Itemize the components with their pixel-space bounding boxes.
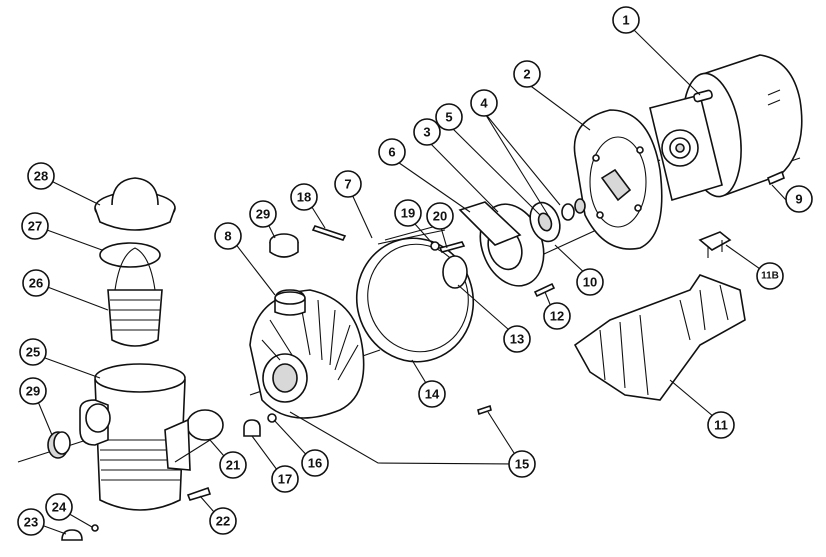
callout-15-label: 15 <box>515 457 529 472</box>
callout-13: 13 <box>503 325 531 353</box>
callout-9: 9 <box>785 185 813 213</box>
callout-12: 12 <box>543 302 571 330</box>
callout-26: 26 <box>22 269 50 297</box>
callout-12-label: 12 <box>550 309 564 324</box>
pump-housing <box>249 289 365 419</box>
small-hardware <box>243 225 556 437</box>
callout-18-label: 18 <box>297 190 311 205</box>
callout-24: 24 <box>45 493 73 521</box>
callout-14-label: 14 <box>425 387 440 402</box>
diffuser-impeller <box>458 198 586 287</box>
callout-29-top: 29 <box>249 200 277 228</box>
housing-gasket <box>355 224 475 363</box>
callout-2-label: 2 <box>523 67 530 82</box>
callout-16-label: 16 <box>308 456 322 471</box>
callout-9-label: 9 <box>795 192 802 207</box>
strainer-assembly <box>47 177 212 541</box>
callout-1-label: 1 <box>622 13 629 28</box>
callout-11b-label: 11B <box>761 271 779 282</box>
callout-29-left-label: 29 <box>26 384 40 399</box>
callout-20: 20 <box>426 202 454 230</box>
callout-24-label: 24 <box>52 500 67 515</box>
callout-8-label: 8 <box>224 229 231 244</box>
callout-17-label: 17 <box>278 472 292 487</box>
callout-11-label: 11 <box>714 418 728 433</box>
callout-7-label: 7 <box>344 177 351 192</box>
seal-plate <box>573 109 663 250</box>
callout-19-label: 19 <box>401 206 415 221</box>
callout-21-label: 21 <box>226 458 240 473</box>
union-fitting-top <box>269 233 299 258</box>
callout-11: 11 <box>707 411 735 439</box>
callout-14: 14 <box>418 380 446 408</box>
callout-17: 17 <box>271 465 299 493</box>
callout-25: 25 <box>19 338 47 366</box>
callout-28: 28 <box>27 162 55 190</box>
callout-13-label: 13 <box>510 332 524 347</box>
callout-29-left: 29 <box>19 377 47 405</box>
callout-22-label: 22 <box>216 514 230 529</box>
callout-5: 5 <box>435 103 463 131</box>
callout-5-label: 5 <box>445 110 452 125</box>
callout-1: 1 <box>612 6 640 34</box>
callout-29-top-label: 29 <box>256 207 270 222</box>
motor-support <box>573 231 746 401</box>
callout-15: 15 <box>508 450 536 478</box>
callout-10: 10 <box>576 268 604 296</box>
callout-7: 7 <box>334 170 362 198</box>
motor <box>649 54 803 202</box>
motor-screw <box>767 170 785 186</box>
callout-2: 2 <box>513 60 541 88</box>
callout-4-label: 4 <box>480 96 488 111</box>
callout-21: 21 <box>219 451 247 479</box>
callout-20-label: 20 <box>433 209 447 224</box>
callout-11b: 11B <box>756 262 784 290</box>
trap-gasket <box>186 409 224 441</box>
callout-16: 16 <box>301 449 329 477</box>
callout-28-label: 28 <box>34 169 48 184</box>
callout-4: 4 <box>470 89 498 117</box>
callout-23: 23 <box>17 508 45 536</box>
callout-8: 8 <box>214 222 242 250</box>
callout-26-label: 26 <box>29 276 43 291</box>
callout-27: 27 <box>21 212 49 240</box>
callout-27-label: 27 <box>28 219 42 234</box>
callout-6: 6 <box>378 138 406 166</box>
callout-6-label: 6 <box>388 145 395 160</box>
callout-22: 22 <box>209 507 237 535</box>
callout-23-label: 23 <box>24 515 38 530</box>
callout-18: 18 <box>290 183 318 211</box>
callout-19: 19 <box>394 199 422 227</box>
callout-10-label: 10 <box>583 275 597 290</box>
callout-3-label: 3 <box>423 125 430 140</box>
callout-25-label: 25 <box>26 345 40 360</box>
callout-3: 3 <box>413 118 441 146</box>
